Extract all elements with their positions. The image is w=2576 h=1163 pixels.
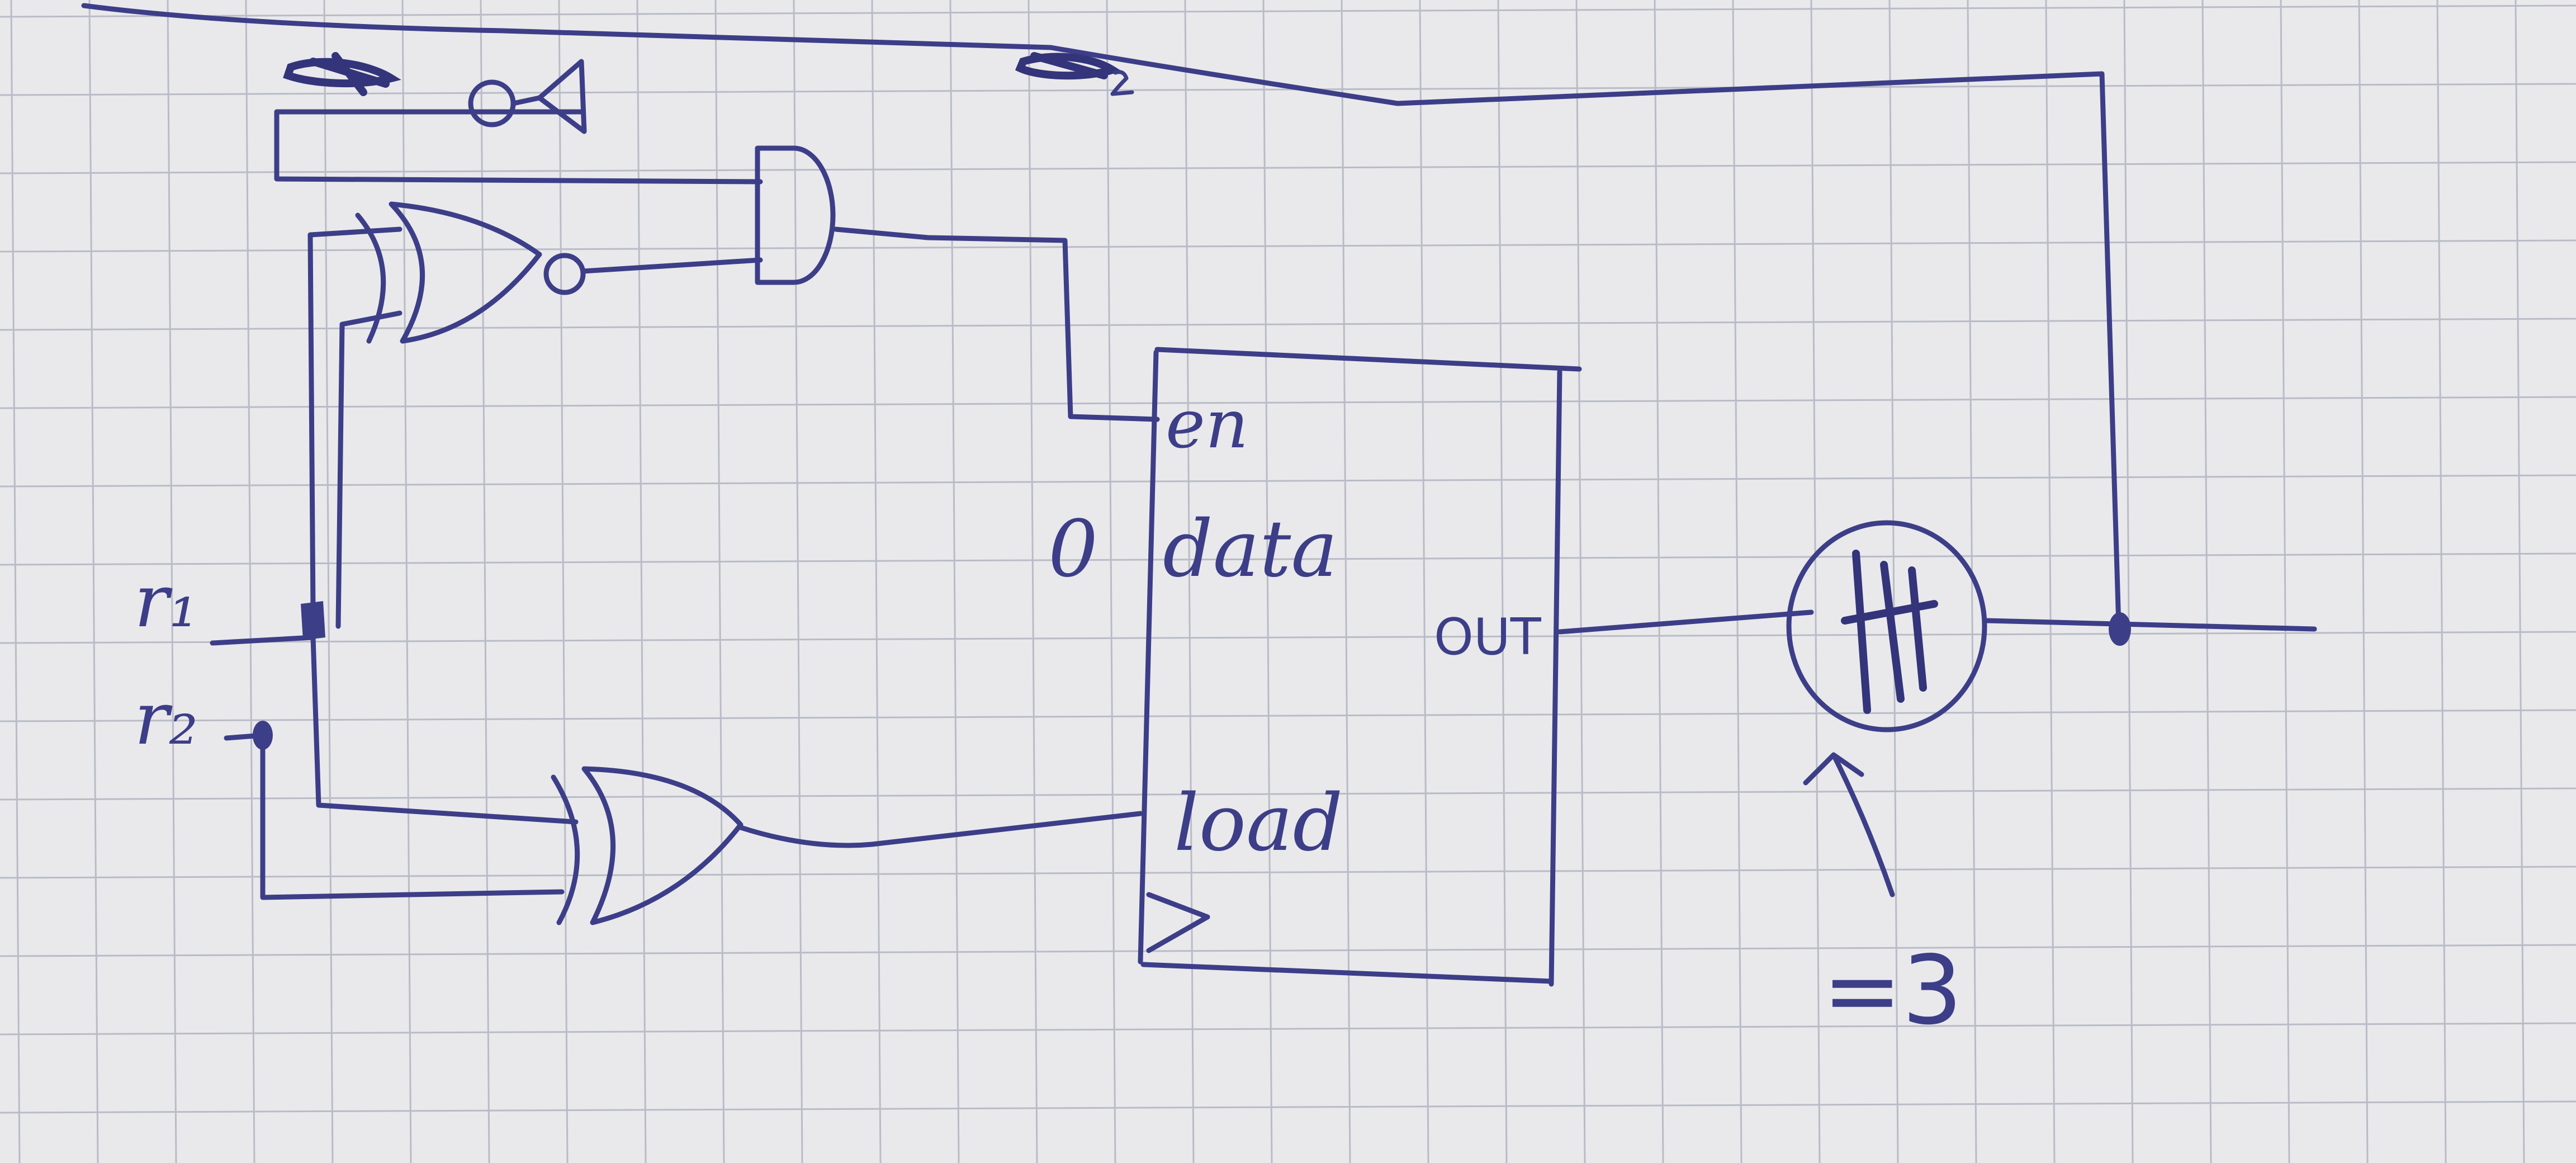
clock-triangle: [1146, 892, 1210, 953]
r1-to-xor-wire: [310, 635, 579, 825]
grid-line-vertical: [1888, 0, 1899, 1163]
xnor-gate: [355, 201, 763, 344]
comparator-output-wire: [1985, 618, 2317, 632]
r1-stub: [210, 635, 316, 646]
grid-line-vertical: [401, 0, 412, 1163]
grid-line-vertical: [793, 0, 803, 1163]
input-label-r2: r₂: [134, 676, 198, 761]
scribbled-out-label-2: [1015, 52, 1134, 96]
grid-line-horizontal: [0, 709, 2576, 722]
grid-line-vertical: [636, 0, 647, 1163]
grid-line-vertical: [167, 0, 177, 1163]
grid-line-vertical: [2358, 0, 2369, 1163]
r2-to-xor-wire: [260, 732, 565, 900]
grid-line-vertical: [245, 0, 255, 1163]
grid-line-vertical: [1027, 0, 1038, 1163]
grid-line-horizontal: [0, 318, 2576, 331]
grid-line-vertical: [2280, 0, 2290, 1163]
grid-line-horizontal: [0, 83, 2576, 96]
port-label-load: load: [1174, 778, 1343, 869]
data-constant-zero: 0: [1048, 504, 1098, 595]
grid-line-horizontal: [0, 474, 2576, 488]
grid-line-horizontal: [0, 1100, 2576, 1114]
annotation-arrow: [1803, 752, 1895, 897]
grid-line-vertical: [1575, 0, 1586, 1163]
grid-line-vertical: [1732, 0, 1742, 1163]
grid-line-vertical: [480, 0, 490, 1163]
comparator-annotation: =3: [1822, 935, 1963, 1046]
grid-line-horizontal: [0, 1022, 2576, 1036]
grid-line-horizontal: [0, 161, 2576, 174]
not-to-and-wire: [274, 109, 763, 185]
grid-line-vertical: [558, 0, 569, 1163]
grid-line-horizontal: [0, 4, 2576, 18]
grid-line-vertical: [1341, 0, 1351, 1163]
grid-line-vertical: [88, 0, 99, 1163]
and-gate: [755, 145, 836, 285]
xnor-input-1-wire: [307, 226, 402, 612]
grid-line-horizontal: [0, 944, 2576, 957]
grid-line-vertical: [2201, 0, 2212, 1163]
out-to-comparator-wire: [1557, 609, 1814, 635]
register-block: [1138, 347, 1582, 987]
r2-stub: [224, 732, 266, 741]
grid-line-horizontal: [0, 552, 2576, 566]
xor-to-load-wire: [738, 811, 1143, 848]
xnor-input-2-wire: [335, 310, 402, 629]
grid-line-vertical: [10, 0, 21, 1163]
grid-line-horizontal: [0, 239, 2576, 253]
port-label-out: OUT: [1434, 608, 1542, 666]
scribbled-out-label: [283, 52, 401, 96]
comparator: [1786, 520, 1987, 732]
grid-line-vertical: [1497, 0, 1508, 1163]
grid-line-vertical: [1654, 0, 1664, 1163]
and-to-en-wire: [833, 226, 1160, 422]
xor-gate: [551, 766, 744, 925]
grid-line-vertical: [714, 0, 725, 1163]
feedback-wire: [81, 3, 2122, 629]
grid-line-vertical: [2515, 0, 2525, 1163]
grid-line-vertical: [2045, 0, 2056, 1163]
grid-line-vertical: [1810, 0, 1821, 1163]
grid-line-vertical: [949, 0, 960, 1163]
grid-line-vertical: [1419, 0, 1429, 1163]
grid-line-vertical: [1106, 0, 1116, 1163]
grid-line-vertical: [871, 0, 882, 1163]
grid-line-horizontal: [0, 396, 2576, 409]
port-label-en: en: [1166, 386, 1248, 464]
grid-line-vertical: [1184, 0, 1195, 1163]
not-gate: [274, 59, 587, 134]
grid-line-horizontal: [0, 631, 2576, 644]
grid-line-vertical: [2436, 0, 2447, 1163]
grid-line-vertical: [323, 0, 334, 1163]
grid-line-horizontal: [0, 787, 2576, 801]
grid-line-vertical: [2123, 0, 2134, 1163]
input-label-r1: r₁: [134, 559, 198, 644]
grid-line-horizontal: [0, 866, 2576, 879]
grid-line-vertical: [1967, 0, 1977, 1163]
port-label-data: data: [1163, 504, 1338, 595]
